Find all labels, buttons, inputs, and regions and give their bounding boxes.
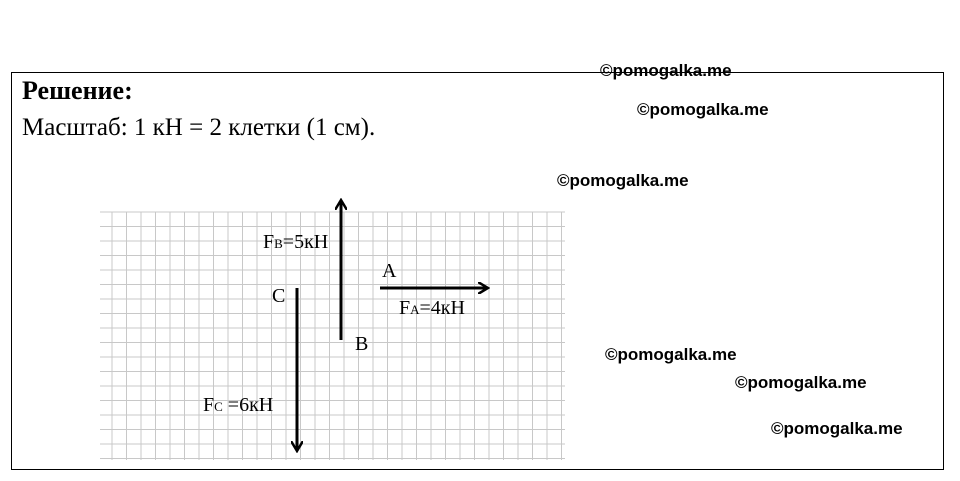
point-label-c: C	[272, 285, 285, 307]
force-label-fa: FA=4кН	[399, 297, 465, 319]
watermark: ©pomogalka.me	[735, 373, 867, 392]
solution-frame	[11, 72, 944, 470]
solution-heading: Решение:	[22, 76, 133, 105]
point-label-b: B	[355, 333, 368, 355]
watermark: ©pomogalka.me	[600, 61, 732, 80]
scale-text: Масштаб: 1 кН = 2 клетки (1 см).	[22, 114, 376, 141]
watermark: ©pomogalka.me	[605, 345, 737, 364]
force-label-fc: FC =6кН	[203, 394, 273, 416]
watermark: ©pomogalka.me	[771, 419, 903, 438]
graph-paper-grid	[100, 211, 565, 460]
watermark: ©pomogalka.me	[557, 171, 689, 190]
watermark: ©pomogalka.me	[637, 100, 769, 119]
force-label-fb: FB=5кН	[263, 231, 328, 253]
point-label-a: A	[382, 260, 397, 282]
